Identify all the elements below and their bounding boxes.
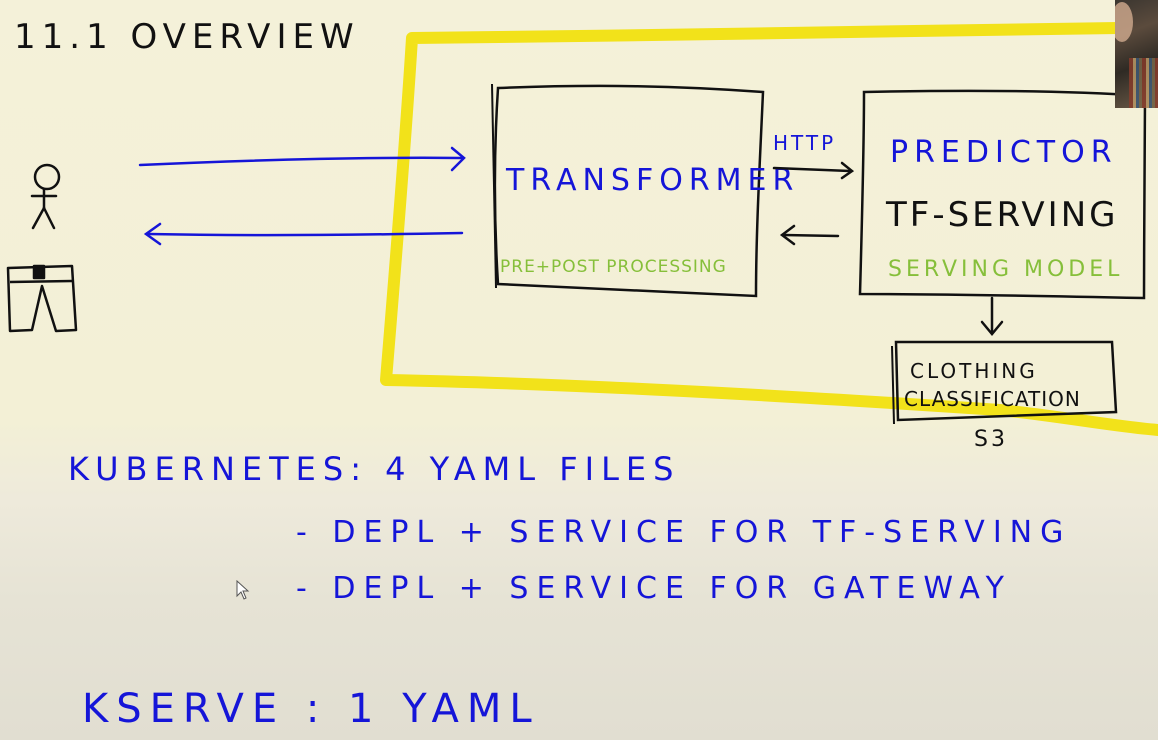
predictor-sublabel: SERVING MODEL <box>888 257 1123 282</box>
mouse-cursor-icon <box>236 580 250 600</box>
storage-box: CLOTHING CLASSIFICATION S3 <box>891 340 1118 452</box>
transformer-label: TRANSFORMER <box>505 163 799 198</box>
model-load-arrow <box>980 296 1004 336</box>
page-title: 11.1 OVERVIEW <box>14 17 360 57</box>
kserve-note: KSERVE : 1 YAML <box>82 686 540 732</box>
storage-label-line1: CLOTHING <box>910 359 1038 383</box>
predictor-engine: TF-SERVING <box>885 195 1119 235</box>
kubernetes-item-1: - DEPL + SERVICE FOR TF-SERVING <box>296 515 1071 550</box>
presenter-face <box>1115 2 1133 42</box>
transformer-sublabel: PRE+POST PROCESSING <box>500 257 727 277</box>
user-icon <box>30 163 61 230</box>
webcam-overlay <box>1115 0 1158 108</box>
kubernetes-note: KUBERNETES: 4 YAML FILES <box>68 450 680 488</box>
storage-caption: S3 <box>974 427 1008 452</box>
predictor-label: PREDICTOR <box>890 135 1118 170</box>
http-request-arrow <box>772 161 855 180</box>
transformer-box: TRANSFORMER PRE+POST PROCESSING <box>491 83 799 298</box>
storage-label-line2: CLASSIFICATION <box>904 387 1081 411</box>
http-response-arrow <box>779 224 840 246</box>
bookshelf-background <box>1129 58 1158 108</box>
predictor-box: PREDICTOR TF-SERVING SERVING MODEL <box>858 89 1147 300</box>
yellow-highlight-frame <box>380 22 1158 436</box>
kubernetes-item-2: - DEPL + SERVICE FOR GATEWAY <box>296 571 1012 606</box>
response-arrow <box>143 222 464 246</box>
http-label: HTTP <box>773 131 836 155</box>
pants-icon <box>6 264 78 333</box>
request-arrow <box>138 146 466 172</box>
